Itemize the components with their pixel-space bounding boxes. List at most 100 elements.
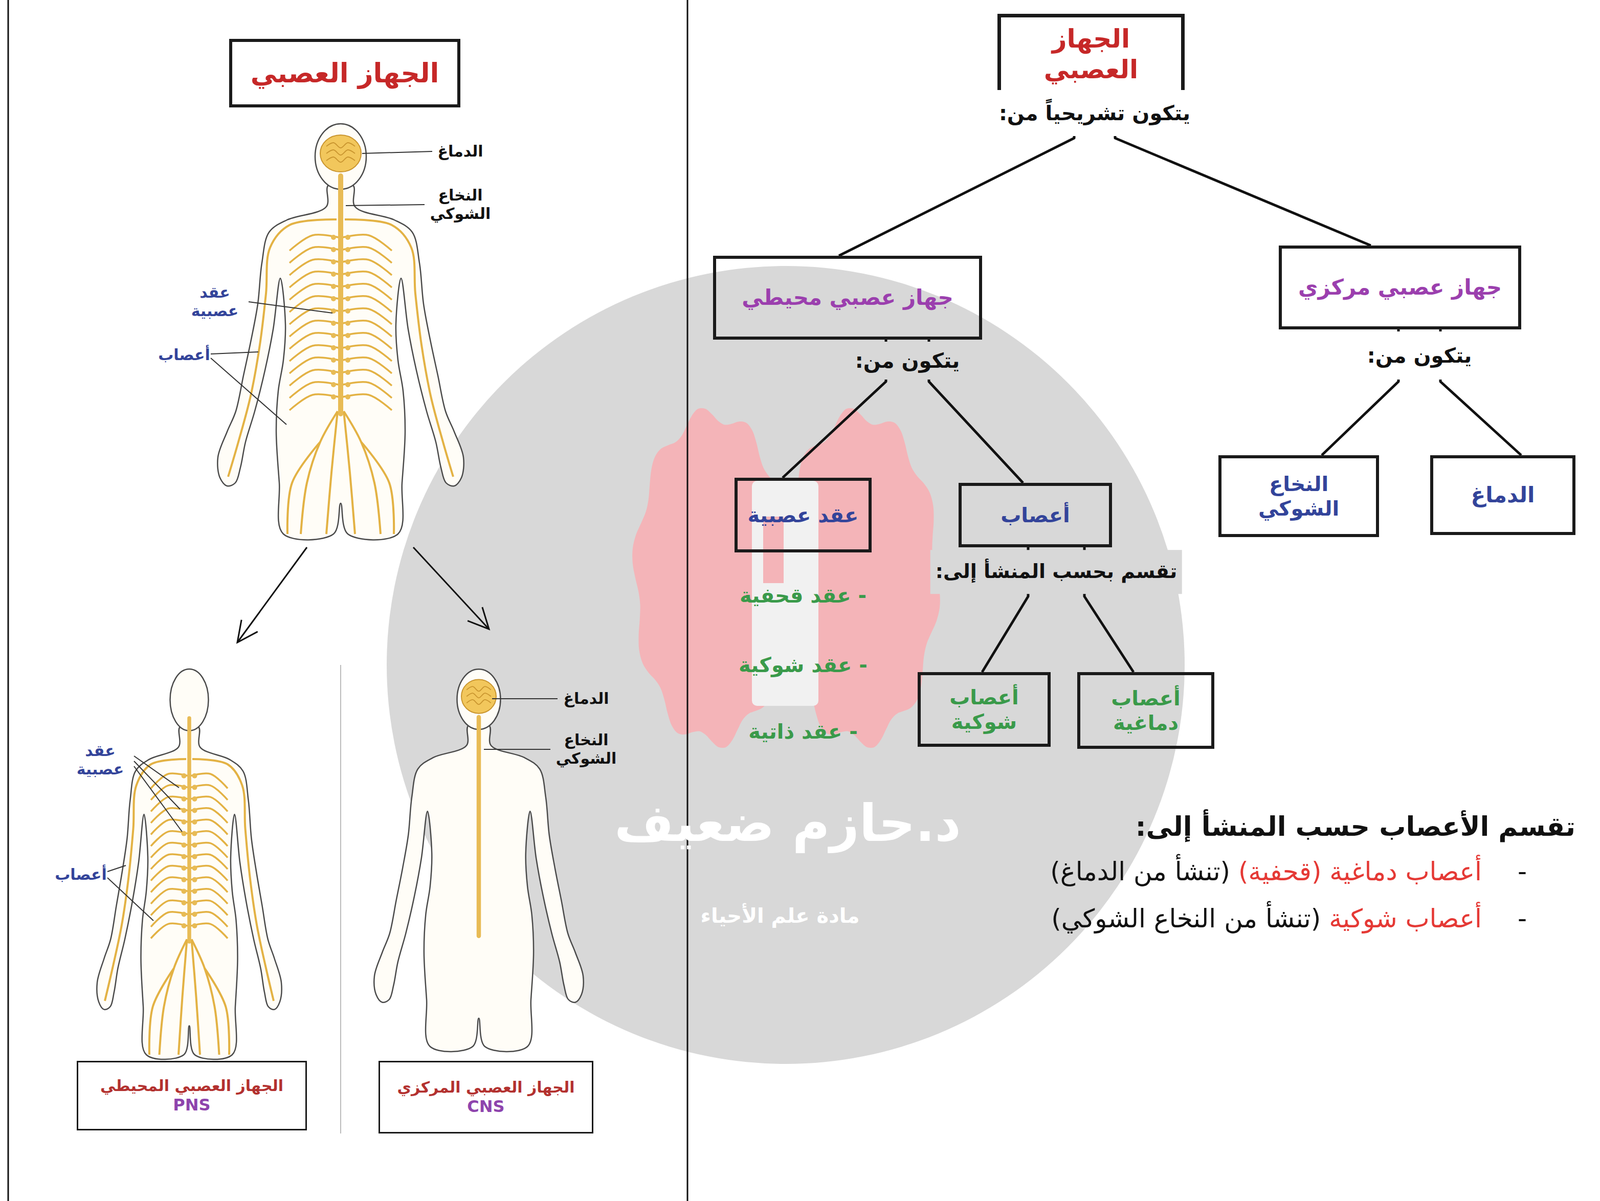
node-text: الدماغ (1471, 482, 1536, 508)
ganglion-dot (192, 796, 198, 802)
ganglion-dot (181, 842, 187, 848)
leader-line (134, 756, 180, 788)
nerve-line (326, 411, 338, 535)
nerve-line (150, 923, 188, 939)
ganglion-dot (181, 888, 187, 894)
junction-label: تقسم بحسب المنشأ إلى: (930, 549, 1183, 594)
ganglion-dot (330, 369, 337, 375)
panel-divider (686, 0, 689, 1201)
ganglion-dot (330, 394, 337, 400)
ganglion-dot (345, 394, 351, 400)
nerve-line (343, 411, 381, 535)
node-text: النخاع الشوكي (1229, 471, 1368, 521)
figure-label: عقد عصبية (184, 283, 246, 321)
leaf-box: عقد عصبية (734, 477, 872, 553)
nerve-line (191, 939, 201, 1055)
nerve-line (178, 939, 188, 1055)
ganglion-dot (192, 923, 198, 929)
nerve-line (300, 411, 338, 535)
ganglion-dot (192, 784, 198, 790)
ganglion-dot (192, 900, 198, 906)
node-text: أعصاب شوكية (940, 684, 1028, 735)
system-box: الجهاز العصبي المحيطيPNS (76, 1060, 307, 1131)
ganglion-dot (330, 320, 337, 326)
note-text: (تنشأ من الدماغ) (1050, 856, 1231, 887)
node-text: الجهاز العصبي (1009, 23, 1173, 85)
ganglion-dot (345, 283, 351, 290)
term-text: أعصاب شوكية (1328, 903, 1482, 935)
node-text: جهاز عصبي مركزي (1298, 274, 1502, 301)
spinal-cord (187, 718, 192, 942)
ganglion-dot (181, 877, 187, 883)
figure-label: الدماغ (437, 142, 483, 161)
node-text: جهاز عصبي محيطي (741, 284, 954, 311)
leader-line (210, 351, 259, 354)
term-text: أعصاب دماغية (قحفية) (1238, 856, 1482, 887)
brain-shape (461, 679, 497, 714)
ganglion-dot (345, 271, 351, 277)
title-box: الجهاز العصبي (229, 38, 461, 108)
junction-label: يتكون من: (1362, 331, 1478, 380)
junction-label: يتكون من: (850, 341, 966, 380)
ganglion-dot (181, 831, 187, 837)
nerve-line (287, 441, 321, 535)
leader-line (492, 698, 558, 700)
ganglion-dot (192, 819, 198, 825)
leader-line (210, 358, 287, 425)
nerve-line (190, 923, 228, 939)
brain-shape (320, 135, 362, 172)
node-text: الجهاز العصبي المحيطي (100, 1076, 284, 1096)
ganglion-dot (192, 912, 198, 918)
figure-label: الدماغ (563, 689, 609, 708)
node-text: الجهاز العصبي (250, 57, 440, 90)
nerve-line (289, 394, 339, 411)
figure-divider (340, 664, 342, 1134)
ganglion-dot (330, 332, 337, 339)
ganglion-dot (330, 296, 337, 302)
leaf-box: أعصاب شوكية (917, 672, 1051, 747)
ganglion-dot (192, 773, 198, 779)
ganglion-dot (192, 865, 198, 871)
ganglion-dot (330, 271, 337, 277)
system-box: الجهاز العصبي المركزيCNS (378, 1060, 594, 1134)
human-figure (217, 123, 464, 540)
nerve-line (192, 759, 274, 1002)
ganglion-dot (345, 247, 351, 253)
ganglion-dot (345, 345, 351, 351)
nerve-line (361, 441, 394, 535)
spinal-cord (338, 175, 344, 414)
nerve-line (228, 219, 337, 477)
human-figure (373, 669, 584, 1052)
leaf-box: أعصاب دماغية (1077, 672, 1215, 749)
ganglion-dot (181, 854, 187, 860)
branch-box: جهاز عصبي محيطي (713, 255, 983, 340)
nerve-line (191, 939, 220, 1055)
leader-line (362, 151, 433, 154)
figure-label: النخاع الشوكي (552, 730, 620, 768)
ganglion-dot (330, 234, 337, 240)
ganglion-dot (192, 877, 198, 883)
ganglion-dot (181, 807, 187, 813)
arrow-head (467, 607, 490, 630)
watermark-text: مادة علم الأحياء (700, 903, 860, 928)
ganglion-dot (181, 784, 187, 790)
leader-line (107, 877, 154, 921)
ganglion-dot (330, 357, 337, 363)
split-arrow (237, 547, 307, 643)
node-text: عقد عصبية (747, 502, 859, 528)
list-heading: تقسم الأعصاب حسب المنشأ إلى: (1135, 810, 1576, 843)
nerve-line (149, 968, 174, 1055)
list-line: -أعصاب شوكية(تنشأ من النخاع الشوكي) (1051, 903, 1527, 935)
leader-line (345, 204, 425, 206)
brain-fold (466, 699, 492, 705)
brain-fold (326, 149, 355, 155)
arrow-shaft (413, 547, 490, 630)
ganglion-dot (181, 912, 187, 918)
brain-fold (326, 157, 355, 163)
list-line: -أعصاب دماغية (قحفية)(تنشأ من الدماغ) (1050, 856, 1527, 887)
ganglion-dot (192, 854, 198, 860)
note-text: (تنشأ من النخاع الشوكي) (1051, 903, 1321, 935)
brain-fold (466, 686, 492, 692)
arrow-shaft (237, 547, 307, 643)
node-text: أعصاب (1000, 502, 1071, 528)
